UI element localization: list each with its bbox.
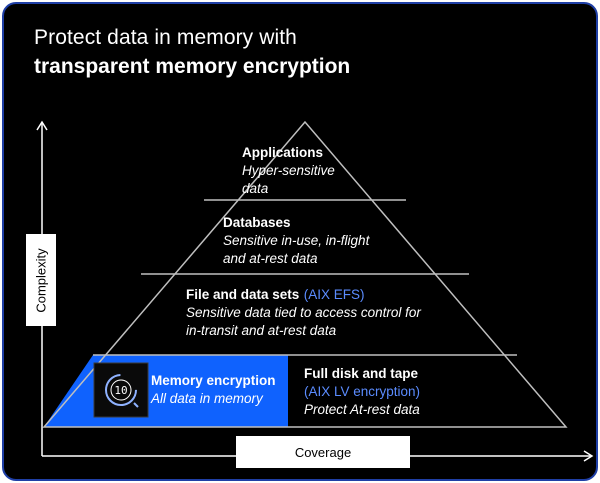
tier-applications: Applications Hyper-sensitive data xyxy=(242,144,352,198)
x-axis-arrow-icon xyxy=(583,450,594,462)
tier-databases: Databases Sensitive in-use, in-flight an… xyxy=(223,214,393,268)
tier-full-disk-tape: Full disk and tape (AIX LV encryption) P… xyxy=(304,365,484,419)
x-axis-label: Coverage xyxy=(236,436,410,468)
tier-memory-encryption: Memory encryption All data in memory xyxy=(151,372,291,408)
tier-file-heading: File and data sets xyxy=(186,287,300,302)
tier-memory-heading: Memory encryption xyxy=(151,373,276,388)
tier-applications-heading: Applications xyxy=(242,145,324,160)
tier-file-data-sets: File and data sets (AIX EFS) Sensitive d… xyxy=(186,286,426,340)
x-axis-label-text: Coverage xyxy=(294,444,352,460)
y-axis-label-text: Complexity xyxy=(33,247,49,313)
chip-icon-text: 10 xyxy=(114,384,127,397)
tier-disk-tag: (AIX LV encryption) xyxy=(304,384,421,399)
tier-disk-description: Protect At-rest data xyxy=(304,402,420,417)
tier-databases-heading: Databases xyxy=(223,215,291,230)
title-line-2: transparent memory encryption xyxy=(34,55,351,78)
tier-memory-description: All data in memory xyxy=(151,391,263,406)
tier-file-tag: (AIX EFS) xyxy=(303,287,365,302)
tier-applications-description: Hyper-sensitive data xyxy=(242,163,335,196)
y-axis-arrow-icon xyxy=(36,120,48,131)
tier-file-description: Sensitive data tied to access control fo… xyxy=(186,305,421,338)
pyramid-diagram: 10 xyxy=(36,120,594,462)
tier-disk-heading: Full disk and tape xyxy=(304,366,419,381)
title-line-1: Protect data in memory with xyxy=(34,26,297,49)
tier-databases-description: Sensitive in-use, in-flight and at-rest … xyxy=(223,233,370,266)
chip-lock-icon: 10 xyxy=(93,362,149,418)
y-axis-label: Complexity xyxy=(26,234,56,326)
